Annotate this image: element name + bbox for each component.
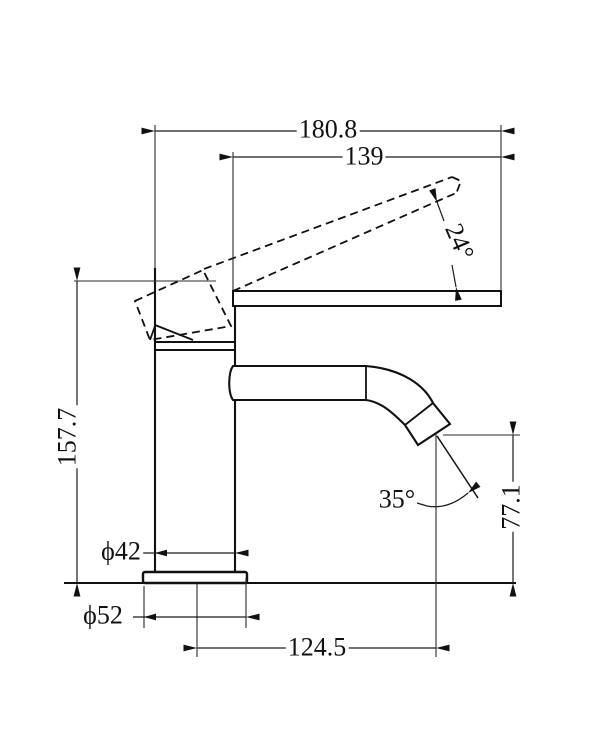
spray-angle-arc [426, 481, 481, 508]
lever-end-cap-dashed [451, 176, 463, 195]
water-flow-line [436, 435, 479, 499]
aerator-band [404, 402, 434, 426]
dimension-label-overall-height: 157.7 [52, 405, 82, 469]
dimension-label-aerator-reach: 124.5 [285, 632, 349, 662]
base-diameter-left-arrow [144, 613, 156, 621]
raised-handle-dashed-outline [133, 176, 463, 342]
lever-bar [232, 290, 502, 307]
base-flange [141, 570, 249, 585]
tap-solid-outline [64, 268, 516, 585]
spray-angle-leader [416, 502, 428, 507]
lever-upper-edge-dashed [203, 176, 453, 270]
pivot-detail [149, 324, 194, 341]
dimension-label-spout-height: 77.1 [496, 482, 526, 532]
handle-body-dashed [133, 268, 233, 342]
dimension-label-overall-reach: 180.8 [296, 114, 360, 144]
lever-angle-leader-top [429, 188, 445, 222]
joint-cap [154, 341, 236, 351]
dimension-label-base-diameter: ϕ52 [81, 600, 125, 630]
dimension-label-body-diameter: ϕ42 [99, 536, 143, 566]
extension-lines [74, 125, 520, 657]
lever-lower-edge-dashed [232, 192, 457, 292]
dimension-label-spray-angle: 35° [376, 484, 418, 514]
body-diameter-left-arrow [155, 549, 167, 557]
spout [228, 364, 452, 447]
lever-angle-leader-bottom [451, 264, 462, 301]
dimension-label-lever-reach: 139 [342, 141, 386, 171]
